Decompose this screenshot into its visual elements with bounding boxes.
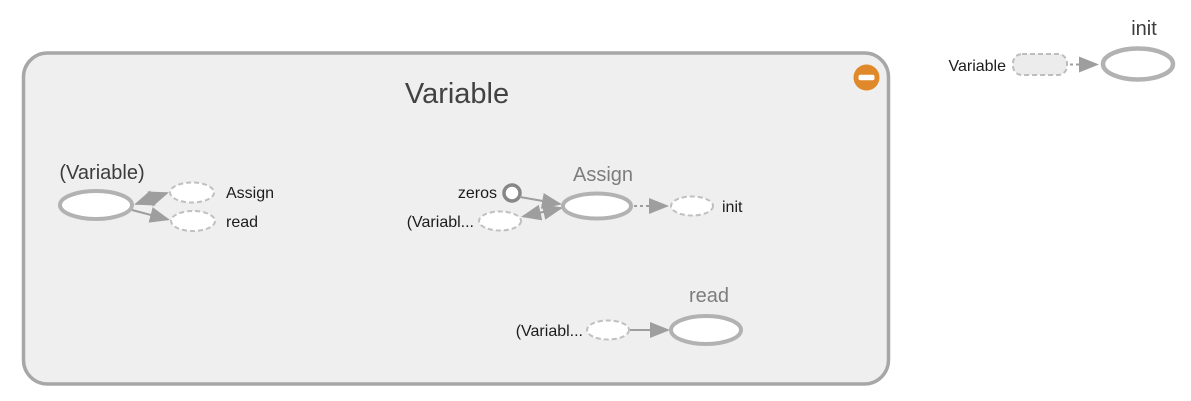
node-assign: zeros (Variabl... Assign init: [407, 164, 743, 232]
annotation-read-label: read: [226, 214, 258, 231]
annotation-assign-ellipse[interactable]: [169, 181, 215, 204]
annotation-zeros-label: zeros: [458, 185, 497, 202]
edge-variable-read: [131, 207, 170, 223]
edge-variable-assign-ref: [134, 190, 169, 207]
node-init: Variable init: [948, 18, 1176, 82]
annotation-read-ellipse[interactable]: [170, 210, 216, 232]
node-variable: (Variable) Assign read: [58, 162, 274, 232]
node-read-title: read: [689, 285, 729, 307]
node-read-ellipse[interactable]: [669, 314, 743, 346]
node-init-title: init: [1131, 18, 1157, 40]
annotation-variable-namespace-rect[interactable]: [1012, 53, 1068, 76]
minus-icon: [858, 74, 875, 81]
annotation-variable-init-label: Variable: [948, 58, 1006, 75]
annotation-variable-in-read-ellipse[interactable]: [586, 319, 630, 341]
annotation-variable-in-read-label: (Variabl...: [516, 323, 583, 340]
annotation-zeros-constant-circle[interactable]: [502, 183, 522, 203]
namespace-group-variable: Variable (Variable) Assign read zeros (V…: [21, 51, 891, 386]
edge-variable-assign-ref-2: [521, 204, 563, 221]
collapse-button[interactable]: [853, 64, 880, 91]
annotation-init-out-ellipse[interactable]: [670, 195, 714, 217]
node-assign-title: Assign: [573, 164, 633, 186]
node-variable-title: (Variable): [59, 162, 144, 184]
namespace-rect[interactable]: [21, 51, 891, 386]
annotation-variable-in-ellipse[interactable]: [478, 210, 522, 232]
node-assign-ellipse[interactable]: [561, 191, 633, 221]
node-init-ellipse[interactable]: [1100, 46, 1176, 82]
annotation-init-out-label: init: [722, 199, 743, 216]
annotation-variable-in-label: (Variabl...: [407, 214, 474, 231]
node-read: (Variabl... read: [516, 285, 743, 346]
namespace-title: Variable: [405, 78, 509, 110]
annotation-assign-label: Assign: [226, 185, 274, 202]
edge-zeros-assign: [519, 193, 562, 209]
node-variable-ellipse[interactable]: [58, 189, 134, 221]
